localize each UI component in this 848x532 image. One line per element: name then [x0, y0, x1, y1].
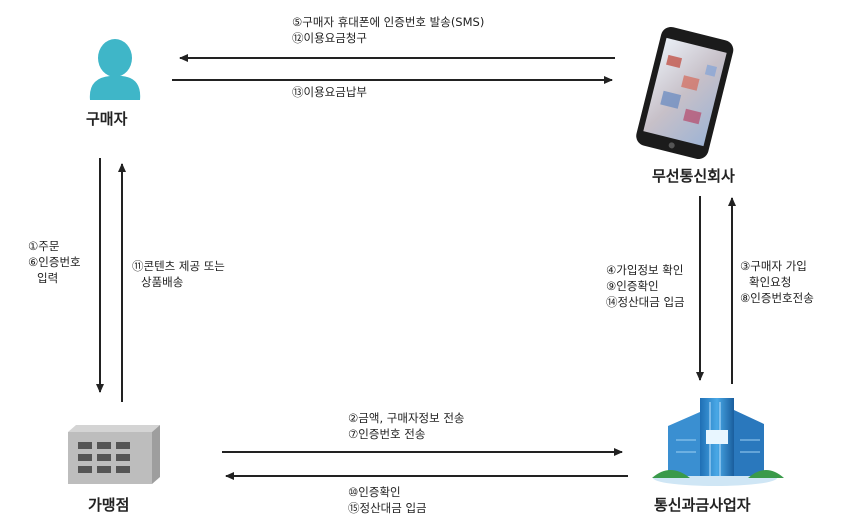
flow-label-carrier-to-billing: ④가입정보 확인 ⑨인증확인 ⑭정산대금 입금	[606, 262, 685, 310]
flow-step: ⑩인증확인	[348, 485, 401, 499]
merchant-store-icon	[68, 425, 160, 484]
flow-step: ⑥인증번호	[28, 255, 81, 269]
flow-step: ①주문	[28, 239, 60, 253]
flow-step: 확인요청	[749, 275, 792, 289]
billing-label: 통신과금사업자	[654, 496, 751, 514]
flow-step: 상품배송	[141, 275, 184, 289]
flow-label-buyer-to-carrier: ⑬이용요금납부	[292, 84, 367, 100]
flow-label-billing-to-carrier: ③구매자 가입 확인요청 ⑧인증번호전송	[740, 258, 814, 306]
flow-step: ⑮정산대금 입금	[348, 501, 427, 515]
flow-label-billing-to-merchant: ⑩인증확인 ⑮정산대금 입금	[348, 484, 427, 516]
flow-label-merchant-to-buyer: ⑪콘텐츠 제공 또는 상품배송	[132, 258, 225, 290]
merchant-label: 가맹점	[88, 496, 130, 514]
flow-label-buyer-to-merchant: ①주문 ⑥인증번호 입력	[28, 238, 81, 286]
carrier-label: 무선통신회사	[652, 167, 735, 185]
flow-step: 입력	[37, 271, 59, 285]
flow-step: ⑨인증확인	[606, 279, 659, 293]
flow-step: ⑬이용요금납부	[292, 85, 367, 99]
flow-step: ⑭정산대금 입금	[606, 295, 685, 309]
flow-step: ⑤구매자 휴대폰에 인증번호 발송(SMS)	[292, 15, 485, 29]
flow-step: ③구매자 가입	[740, 259, 807, 273]
flow-label-merchant-to-billing: ②금액, 구매자정보 전송 ⑦인증번호 전송	[348, 410, 465, 442]
mobile-phone-icon	[636, 26, 734, 159]
flow-step: ④가입정보 확인	[606, 263, 684, 277]
flow-step: ⑫이용요금청구	[292, 31, 367, 45]
flow-step: ⑦인증번호 전송	[348, 427, 426, 441]
flow-label-carrier-to-buyer: ⑤구매자 휴대폰에 인증번호 발송(SMS) ⑫이용요금청구	[292, 14, 484, 46]
flow-step: ⑧인증번호전송	[740, 291, 814, 305]
buyer-label: 구매자	[86, 110, 128, 128]
billing-building-icon	[652, 398, 784, 486]
flow-step: ⑪콘텐츠 제공 또는	[132, 259, 225, 273]
flow-step: ②금액, 구매자정보 전송	[348, 411, 465, 425]
buyer-person-icon	[89, 39, 141, 100]
